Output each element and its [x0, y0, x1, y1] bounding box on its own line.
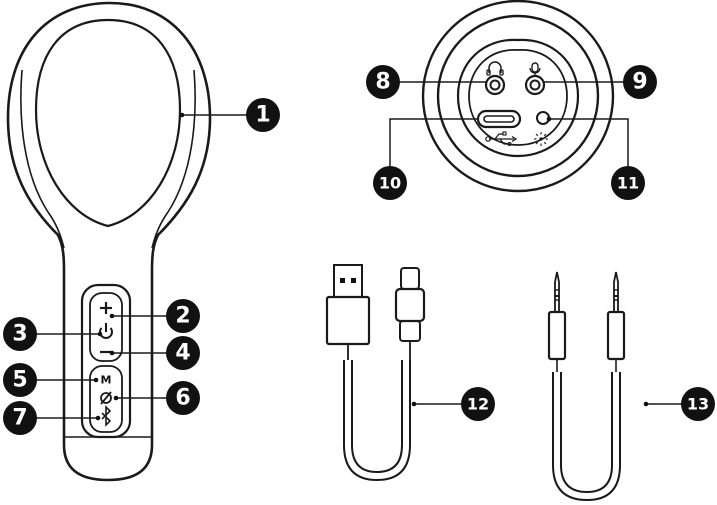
leader-dot-12: [411, 401, 417, 407]
callout-12-label: 12: [467, 395, 489, 414]
callout-1: 1: [246, 98, 280, 132]
microphone-icon: [529, 62, 541, 76]
callout-13-label: 13: [687, 395, 709, 414]
callout-3: 3: [3, 317, 37, 351]
microphone-body: [6, 1, 212, 482]
callout-3-label: 3: [12, 322, 27, 347]
control-panel: [80, 283, 132, 439]
callout-9: 9: [623, 65, 657, 99]
mode-button-label[interactable]: M: [101, 374, 112, 387]
aux-audio-cable: [547, 271, 626, 502]
callout-4: 4: [166, 336, 200, 370]
callout-10: 10: [373, 166, 407, 200]
callout-1-label: 1: [255, 103, 270, 128]
callout-6-label: 6: [175, 386, 190, 411]
callout-7-label: 7: [12, 406, 27, 431]
callout-10-label: 10: [379, 174, 401, 193]
leader-lines-ports: [389, 81, 629, 168]
callout-2: 2: [166, 299, 200, 333]
headphone-jack[interactable]: [484, 74, 506, 96]
callout-5: 5: [3, 363, 37, 397]
headphones-icon: [486, 61, 504, 76]
callout-2-label: 2: [175, 304, 190, 329]
usb-a-to-usb-c-cable: [325, 264, 426, 482]
bottom-port-panel: [421, 0, 615, 193]
echo-icon[interactable]: [100, 391, 112, 405]
light-icon: [534, 132, 548, 146]
callout-8: 8: [366, 65, 400, 99]
usb-c-port[interactable]: [476, 109, 522, 129]
microphone-jack[interactable]: [524, 74, 546, 96]
callout-11: 11: [611, 166, 645, 200]
callout-9-label: 9: [632, 70, 647, 95]
leader-dot-13: [643, 401, 649, 407]
plus-icon[interactable]: [100, 302, 112, 314]
callout-5-label: 5: [12, 368, 27, 393]
callout-13: 13: [681, 387, 715, 421]
callout-11-label: 11: [617, 174, 639, 193]
callout-12: 12: [461, 387, 495, 421]
bluetooth-icon[interactable]: [101, 405, 112, 427]
callout-7: 7: [3, 401, 37, 435]
callout-6: 6: [166, 381, 200, 415]
callout-8-label: 8: [375, 70, 390, 95]
leader-lines-microphone: [35, 112, 248, 421]
usb-icon: [485, 131, 518, 147]
callout-4-label: 4: [175, 341, 190, 366]
power-icon[interactable]: [99, 323, 113, 339]
